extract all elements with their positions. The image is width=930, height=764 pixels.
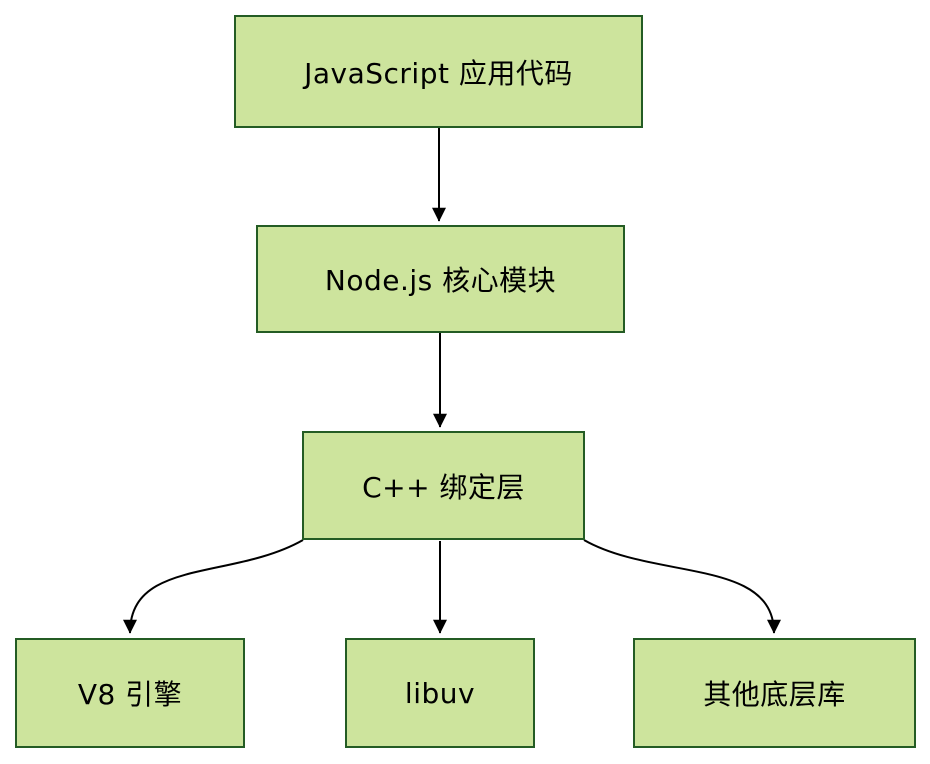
node-v8-engine: V8 引擎	[15, 638, 245, 748]
node-javascript-app: JavaScript 应用代码	[234, 15, 643, 128]
node-cpp-bindings-label: C++ 绑定层	[362, 470, 525, 504]
node-libuv: libuv	[345, 638, 535, 748]
node-nodejs-core: Node.js 核心模块	[256, 225, 625, 333]
node-nodejs-core-label: Node.js 核心模块	[324, 264, 557, 297]
node-libuv-label: libuv	[404, 676, 476, 710]
node-cpp-bindings: C++ 绑定层	[302, 431, 585, 540]
node-javascript-app-label: JavaScript 应用代码	[304, 56, 573, 90]
node-v8-engine-label: V8 引擎	[77, 678, 183, 711]
edge-bindings-to-other	[583, 539, 781, 634]
node-other-libs-label: 其他底层库	[703, 678, 846, 711]
edge-bindings-to-v8	[123, 539, 304, 634]
node-other-libs: 其他底层库	[633, 638, 916, 748]
